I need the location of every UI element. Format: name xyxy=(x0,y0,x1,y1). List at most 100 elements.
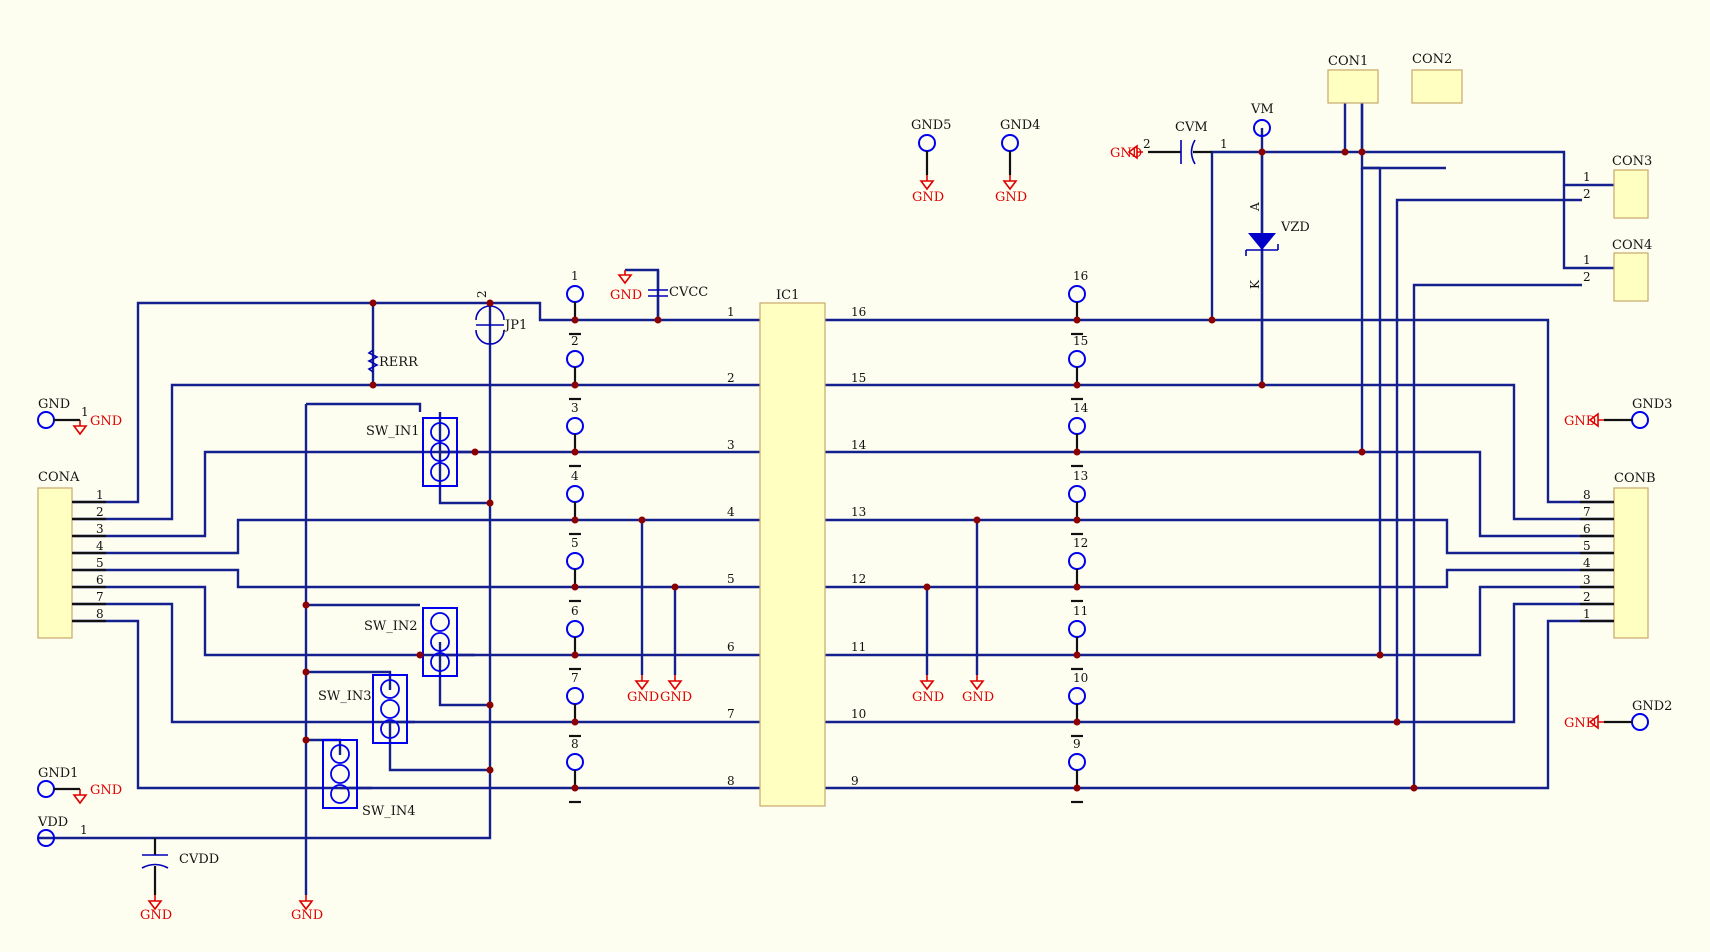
junction-dot xyxy=(1410,784,1418,792)
sw-in4-label: SW_IN4 xyxy=(362,804,416,819)
junction-dot xyxy=(671,583,679,591)
ground-symbol xyxy=(1588,412,1604,428)
junction-dot xyxy=(1376,651,1384,659)
testpoint-label: 15 xyxy=(1073,334,1088,348)
testpoint-label: 4 xyxy=(571,469,579,483)
wires xyxy=(38,103,1614,895)
ic-pin-1: 1 xyxy=(727,305,735,319)
ground-label: GND xyxy=(995,190,1027,205)
junction-dot xyxy=(1073,516,1081,524)
cona-label: CONA xyxy=(38,470,80,485)
ground-label: GND xyxy=(1564,414,1596,429)
ground-label: GND xyxy=(962,690,994,705)
junction-dot xyxy=(1073,448,1081,456)
ic-pin-4: 4 xyxy=(727,505,735,519)
sw-in1-label: SW_IN1 xyxy=(366,424,420,439)
testpoint-pad xyxy=(1068,552,1086,570)
switch-contact xyxy=(430,462,450,482)
testpoint-pad xyxy=(566,417,584,435)
cona-pin-number: 6 xyxy=(96,573,104,587)
testpoint-pad xyxy=(566,350,584,368)
ic-pin-10: 10 xyxy=(851,707,866,721)
ground-label: GND xyxy=(627,690,659,705)
ground-symbol xyxy=(969,675,985,691)
junction-dot xyxy=(302,668,310,676)
cvm-pin1: 1 xyxy=(1220,137,1228,151)
ground-symbol xyxy=(1588,714,1604,730)
vdd-pad: VDD 1 xyxy=(37,815,88,847)
con3-pin1: 1 xyxy=(1583,170,1591,184)
testpoint-label: 2 xyxy=(571,334,579,348)
cona-body xyxy=(37,487,73,639)
ic1-body xyxy=(759,302,826,807)
vm: VM xyxy=(1250,102,1274,137)
switch-contact xyxy=(380,699,400,719)
junction-dots xyxy=(302,148,1418,792)
testpoint-pad xyxy=(1068,687,1086,705)
con4-pin1: 1 xyxy=(1583,253,1591,267)
ic-pin-2: 2 xyxy=(727,371,735,385)
ground-symbol xyxy=(1002,175,1018,191)
vzd-cathode: K xyxy=(1248,279,1262,289)
con3-label: CON3 xyxy=(1612,154,1652,169)
ground-symbol xyxy=(667,675,683,691)
junction-dot xyxy=(1208,316,1216,324)
junction-dot xyxy=(486,299,494,307)
ground-label: GND xyxy=(90,414,122,429)
junction-dot xyxy=(1358,448,1366,456)
switch-contact xyxy=(330,764,350,784)
testpoint-label: 3 xyxy=(571,401,579,415)
ground-symbol xyxy=(147,895,163,911)
ic-pin-7: 7 xyxy=(727,707,735,721)
gnd-cvcc-label: GND xyxy=(610,288,642,303)
cvcc: CVCC GND xyxy=(610,270,708,320)
gnd-pad-label: GND xyxy=(38,397,70,412)
ground-label: GND xyxy=(291,908,323,923)
gnd-pad-left: GND 1 xyxy=(37,397,89,429)
testpoint-pad xyxy=(1068,417,1086,435)
con1: CON1 xyxy=(1327,54,1379,104)
testpoint-label: 14 xyxy=(1073,401,1089,415)
ic-pin-5: 5 xyxy=(727,572,735,586)
testpoint-pad xyxy=(566,552,584,570)
cvm: CVM 2 1 xyxy=(1143,120,1228,165)
testpoint-pad xyxy=(566,620,584,638)
gnd1-label: GND1 xyxy=(38,766,78,781)
junction-dot xyxy=(571,448,579,456)
cona-pin-number: 1 xyxy=(96,488,104,502)
cvm-label: CVM xyxy=(1175,120,1208,135)
switch-body xyxy=(422,417,458,487)
ground-symbol xyxy=(72,420,88,436)
ground-label: GND xyxy=(140,908,172,923)
jp1-label: JP1 xyxy=(503,318,527,333)
con4: CON4 1 2 xyxy=(1583,238,1652,302)
ic-pin-6: 6 xyxy=(727,640,735,654)
gnd2-label: GND2 xyxy=(1632,699,1672,714)
testpoint-label: 13 xyxy=(1073,469,1088,483)
switch-body xyxy=(422,607,458,677)
testpoint-label: 10 xyxy=(1073,671,1088,685)
vzd-anode: A xyxy=(1248,202,1262,212)
testpoint-pad xyxy=(1068,753,1086,771)
testpoint-label: 9 xyxy=(1073,737,1081,751)
gnd3-label: GND3 xyxy=(1632,397,1672,412)
junction-dot xyxy=(486,701,494,709)
switch-contact xyxy=(430,442,450,462)
cvm-pin2: 2 xyxy=(1143,137,1151,151)
gnd4-pad: GND4 xyxy=(1000,118,1040,175)
conb-pin-number: 1 xyxy=(1583,607,1591,621)
switches xyxy=(322,417,458,809)
junction-dot xyxy=(1073,651,1081,659)
testpoint-label: 7 xyxy=(571,671,579,685)
ground-label: GND xyxy=(660,690,692,705)
gnd-pad-pin: 1 xyxy=(81,405,89,419)
testpoint-pad xyxy=(566,285,584,303)
ic1-left-pins: 1 2 3 4 5 6 7 8 xyxy=(727,305,735,788)
junction-dot xyxy=(1393,718,1401,726)
ground-symbol xyxy=(919,175,935,191)
junction-dot xyxy=(1258,148,1266,156)
